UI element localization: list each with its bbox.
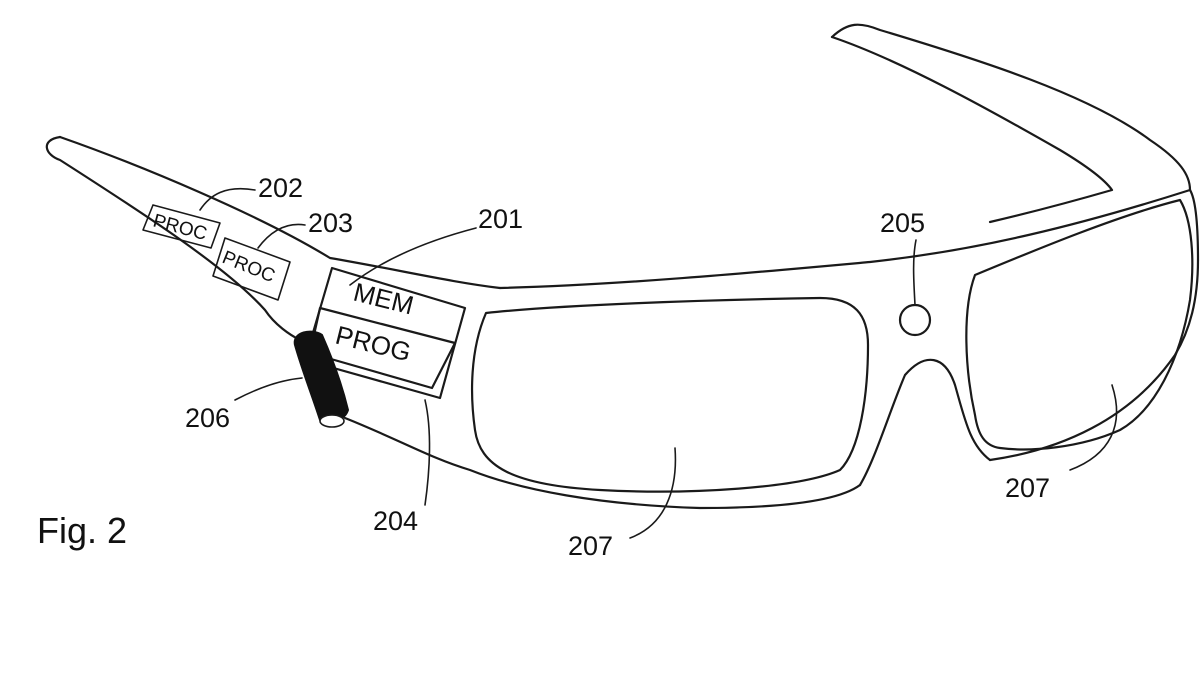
leader-204 [424,399,431,506]
leader-206 [234,377,303,401]
memory-label: MEM [351,277,417,321]
ref-205: 205 [880,208,925,238]
control-button [293,330,350,428]
leader-207-right [1069,384,1118,471]
leader-201 [349,227,477,286]
ref-207-left: 207 [568,531,613,561]
leader-207-left [629,447,677,539]
ref-204: 204 [373,506,418,536]
processor-box-203: PROC [212,237,291,301]
program-label: PROG [333,320,415,368]
ref-206: 206 [185,403,230,433]
ref-203: 203 [308,208,353,238]
left-lens [470,296,870,493]
leader-203 [257,223,306,249]
ref-207-right: 207 [1005,473,1050,503]
reference-labels: 202 203 201 205 206 204 207 207 [185,173,1050,561]
right-lens [965,198,1194,451]
figure-caption: Fig. 2 [37,510,127,551]
ref-201: 201 [478,204,523,234]
ref-202: 202 [258,173,303,203]
leader-205 [912,239,917,306]
leader-202 [199,187,256,211]
leader-lines [199,187,1118,539]
sensor-circle [898,303,932,337]
